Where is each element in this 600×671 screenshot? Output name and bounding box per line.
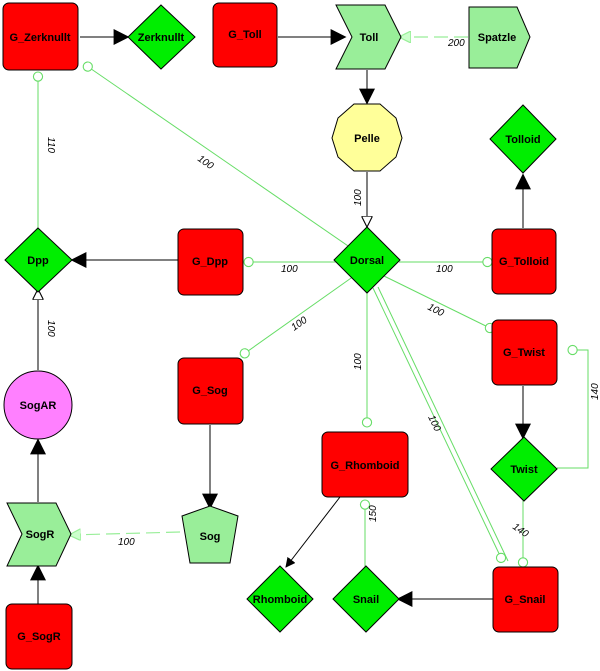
node-toll[interactable]: Toll [335,4,402,70]
edge-label-dorsal-zerknullt: 100 [195,153,215,172]
edge-dorsal-gsnail-b[interactable] [377,286,509,562]
node-label: Pelle [354,133,380,145]
node-zerknullt[interactable]: Zerknullt [127,4,196,70]
edge-dorsal-gtwist[interactable] [383,275,496,334]
node-twist[interactable]: Twist [490,436,558,502]
edge-label-dorsal-grhomboid: 100 [353,353,364,370]
node-label: G_SogR [17,631,60,643]
edge-dorsal-gzerknullt[interactable] [82,61,368,260]
node-label: G_Zerknullt [9,32,70,44]
node-g-twist[interactable]: G_Twist [491,319,558,386]
node-sog[interactable]: Sog [181,505,239,564]
node-g-zerknullt[interactable]: G_Zerknullt [2,2,79,71]
node-label: Toll [360,32,379,44]
node-sogr[interactable]: SogR [6,502,72,567]
node-label: G_Snail [505,594,546,606]
node-label: Spatzle [478,32,517,44]
node-snail[interactable]: Snail [332,565,400,633]
node-rhomboid[interactable]: Rhomboid [246,565,314,633]
node-label: SogAR [20,400,57,412]
edge-label-pelle-dorsal: 100 [353,189,364,206]
node-label: Sog [200,531,221,543]
node-layer: G_Zerknullt G_Toll G_Dpp G_Tolloid G_Twi… [2,2,559,670]
edge-dorsal-gsog[interactable] [239,275,355,359]
node-label: Rhomboid [253,594,307,606]
node-dorsal[interactable]: Dorsal [333,226,401,294]
edge-grhomboid-rhomboid[interactable] [285,496,341,568]
node-g-snail[interactable]: G_Snail [492,566,559,633]
node-g-tolloid[interactable]: G_Tolloid [491,228,557,295]
node-spatzle[interactable]: Spatzle [468,6,531,69]
edge-label-dorsal-gsnail: 100 [425,413,442,433]
node-g-dpp[interactable]: G_Dpp [177,228,244,296]
node-label: G_Sog [192,385,227,397]
node-label: Twist [510,464,538,476]
edge-twist-gtwist[interactable] [557,344,589,469]
node-label: Dorsal [350,255,384,267]
node-g-sog[interactable]: G_Sog [177,357,244,425]
node-label: Dpp [27,255,49,267]
node-label: G_Twist [503,347,545,359]
edge-label-spatzle-toll: 200 [447,38,465,49]
node-g-sogr[interactable]: G_SogR [5,603,73,670]
arrow-layer [30,29,531,607]
node-label: Zerknullt [138,32,185,44]
node-label: G_Toll [228,29,261,41]
edge-label-twist-gsnail: 140 [510,521,530,540]
edge-sog-sogr[interactable] [70,532,181,535]
node-sogar[interactable]: SogAR [3,370,73,440]
edge-label-dorsal-gsog: 100 [289,315,309,334]
edge-label-snail-grhomboid: 150 [368,505,379,522]
node-label: SogR [26,529,55,541]
edge-label-sog-sogr: 100 [118,537,135,548]
edge-label-dorsal-gtolloid: 100 [436,264,453,275]
node-tolloid[interactable]: Tolloid [489,104,557,174]
edge-label-sogar-dpp: 100 [45,320,56,337]
edge-layer [32,37,589,568]
node-label: Snail [353,594,379,606]
edge-label-twist-gtwist: 140 [590,383,600,400]
edge-label-dorsal-gdpp: 100 [281,264,298,275]
node-g-toll[interactable]: G_Toll [212,2,278,68]
node-label: G_Tolloid [499,256,549,268]
node-dpp[interactable]: Dpp [4,227,73,293]
node-label: G_Rhomboid [330,460,399,472]
node-label: G_Dpp [192,256,228,268]
edge-label-dpp-zerknullt: 110 [45,137,56,153]
edge-dorsal-gsnail-a[interactable] [372,287,507,563]
node-g-rhomboid[interactable]: G_Rhomboid [321,431,409,498]
node-pelle[interactable]: Pelle [331,103,403,172]
node-label: Tolloid [505,134,540,146]
